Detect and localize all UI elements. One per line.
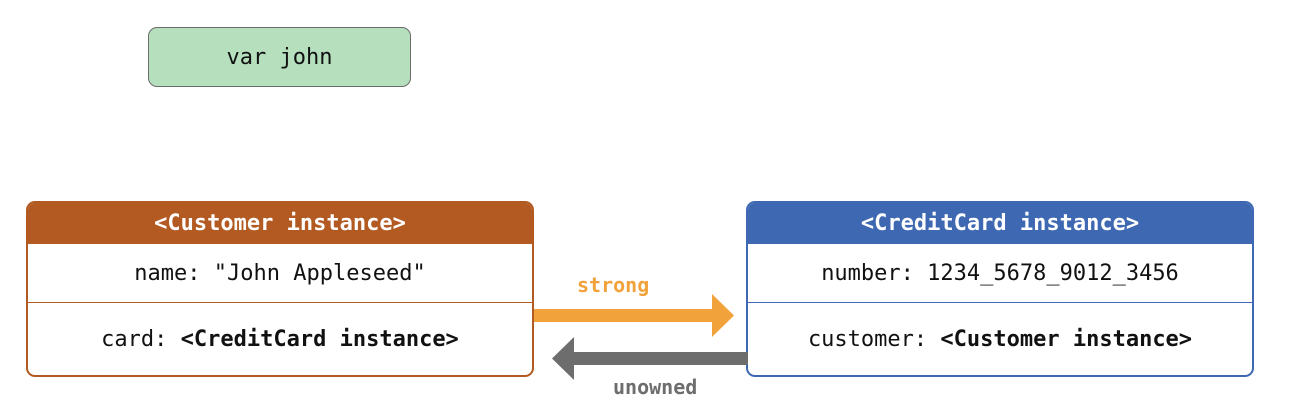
creditcard-instance-box: <CreditCard instance> number: 1234_5678_… — [746, 201, 1254, 377]
creditcard-instance-title: <CreditCard instance> — [860, 211, 1140, 236]
unowned-reference-label: unowned — [613, 375, 698, 399]
creditcard-customer-row: customer: <Customer instance> — [748, 303, 1252, 375]
customer-card-key: card: — [101, 326, 181, 352]
creditcard-instance-header: <CreditCard instance> — [748, 203, 1252, 244]
variable-john-label: var john — [226, 44, 333, 70]
variable-john-box: var john — [148, 27, 411, 87]
creditcard-number-row: number: 1234_5678_9012_3456 — [748, 244, 1252, 303]
customer-card-row: card: <CreditCard instance> — [28, 303, 532, 375]
creditcard-customer-key: customer: — [807, 326, 941, 352]
customer-name-row: name: "John Appleseed" — [28, 244, 532, 303]
customer-card-value: <CreditCard instance> — [180, 326, 459, 352]
customer-name-text: name: "John Appleseed" — [134, 260, 426, 286]
creditcard-customer-value: <Customer instance> — [940, 326, 1193, 352]
strong-reference-arrow — [534, 294, 734, 337]
customer-instance-header: <Customer instance> — [28, 203, 532, 244]
customer-instance-title: <Customer instance> — [154, 211, 406, 236]
strong-reference-label: strong — [577, 273, 650, 297]
customer-instance-box: <Customer instance> name: "John Applesee… — [26, 201, 534, 377]
unowned-reference-arrow — [552, 337, 748, 380]
creditcard-number-text: number: 1234_5678_9012_3456 — [821, 260, 1179, 286]
